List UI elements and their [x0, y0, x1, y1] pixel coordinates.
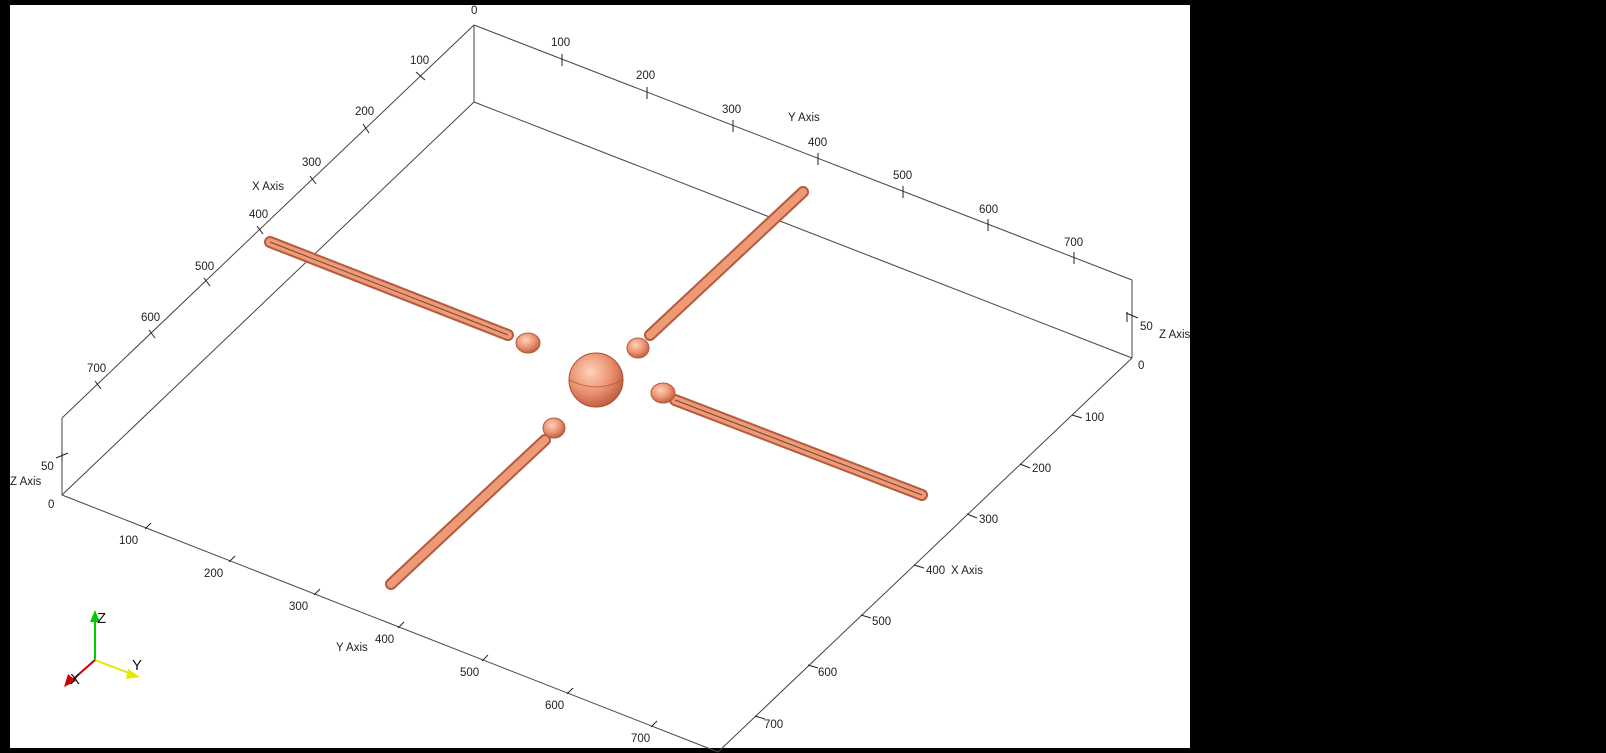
x-axis-back-left: 100 200 300 400 500 600 700 X Axis	[87, 55, 429, 390]
y-tick-300-top: 300	[722, 104, 741, 116]
right-x-tick-500: 500	[872, 616, 891, 628]
x-axis-right-front: 100 200 300 400 500 600 700 X Axis	[754, 412, 1104, 731]
origin-label-top: 0	[471, 5, 477, 17]
y-tick-500-front: 500	[460, 667, 479, 679]
bounding-box	[61, 24, 1133, 753]
y-tick-700-front: 700	[631, 733, 650, 745]
y-axis-title-front: Y Axis	[336, 642, 368, 654]
x-tick-400: 400	[249, 209, 268, 221]
rod-upper-right[interactable]	[626, 186, 809, 359]
z-tick-50-right: 50	[1140, 321, 1153, 333]
y-tick-600-front: 600	[545, 700, 564, 712]
right-x-tick-700: 700	[764, 719, 783, 731]
orientation-triad[interactable]: Z Y X	[64, 610, 142, 688]
y-tick-100-top: 100	[551, 37, 570, 49]
right-x-tick-100: 100	[1085, 412, 1104, 424]
y-tick-100-front: 100	[119, 535, 138, 547]
right-x-tick-300: 300	[979, 514, 998, 526]
left-black-border	[0, 0, 10, 753]
right-x-tick-400: 400	[926, 565, 945, 577]
bottom-black-border	[0, 748, 1190, 753]
y-tick-400-top: 400	[808, 137, 827, 149]
z-tick-50-left: 50	[41, 461, 54, 473]
right-x-tick-200: 200	[1032, 463, 1051, 475]
origin-label-left: 0	[48, 499, 54, 511]
scene-objects[interactable]	[264, 186, 928, 590]
x-tick-700: 700	[87, 363, 106, 375]
x-axis-title-right: X Axis	[951, 565, 983, 577]
x-tick-500: 500	[195, 261, 214, 273]
x-tick-200: 200	[355, 106, 374, 118]
y-tick-300-front: 300	[289, 601, 308, 613]
y-tick-400-front: 400	[375, 634, 394, 646]
x-axis-title-left: X Axis	[252, 181, 284, 193]
z-axis-right: 50 Z Axis	[1125, 312, 1191, 341]
y-axis-back-top: 100 200 300 400 500 600 700 Y Axis	[551, 37, 1083, 264]
y-tick-200-top: 200	[636, 70, 655, 82]
center-sphere[interactable]	[568, 352, 624, 408]
top-black-border	[0, 0, 1190, 5]
x-tick-300: 300	[302, 157, 321, 169]
z-axis-title-left: Z Axis	[10, 476, 42, 488]
y-tick-700-top: 700	[1064, 237, 1083, 249]
z-axis-title-right: Z Axis	[1159, 329, 1191, 341]
rod-lower-left[interactable]	[385, 417, 566, 590]
triad-z-label: Z	[97, 610, 106, 627]
x-tick-100: 100	[410, 55, 429, 67]
y-axis-title-top: Y Axis	[788, 112, 820, 124]
x-tick-600: 600	[141, 312, 160, 324]
y-tick-500-top: 500	[893, 170, 912, 182]
triad-y-label: Y	[132, 657, 142, 674]
z-axis-left: 50 Z Axis	[10, 452, 69, 488]
triad-x-label: X	[70, 671, 80, 688]
rod-upper-left[interactable]	[264, 236, 541, 354]
y-axis-front: 100 200 300 400 500 600 700 Y Axis	[119, 522, 658, 745]
rod-lower-right[interactable]	[650, 382, 928, 501]
y-tick-600-top: 600	[979, 204, 998, 216]
y-tick-200-front: 200	[204, 568, 223, 580]
right-x-tick-600: 600	[818, 667, 837, 679]
origin-label-right: 0	[1138, 360, 1144, 372]
